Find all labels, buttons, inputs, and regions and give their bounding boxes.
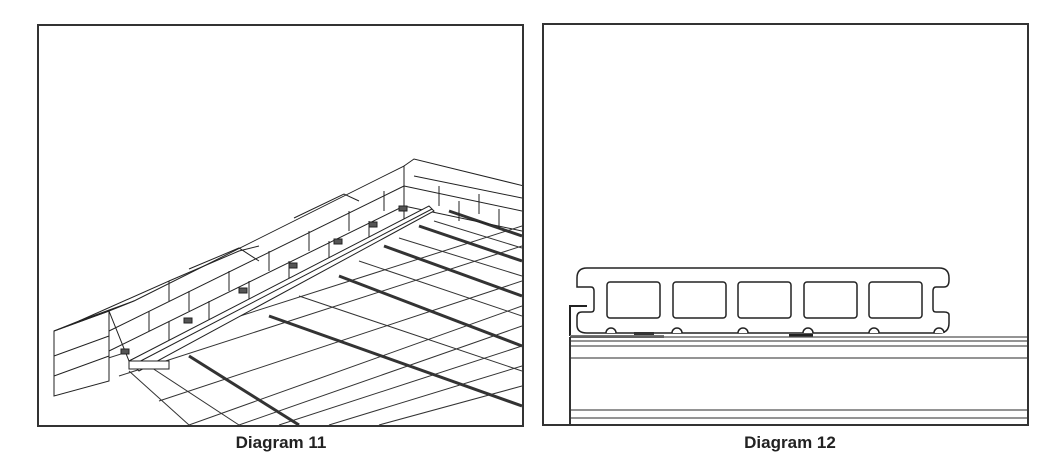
hidden-clip xyxy=(789,334,813,337)
starter-clip xyxy=(569,305,587,336)
deck-board-cross-section xyxy=(569,267,1027,424)
joist xyxy=(569,336,1027,424)
deck-board xyxy=(128,205,435,372)
diagram-11-caption: Diagram 11 xyxy=(235,433,327,452)
starter-clips xyxy=(120,205,408,355)
diagram-12-panel xyxy=(542,23,1029,426)
diagram-11-panel xyxy=(37,24,524,427)
brick-wall xyxy=(53,158,522,397)
deck-wall-illustration xyxy=(53,158,522,425)
hollow-deck-board xyxy=(576,267,950,334)
board-grooves xyxy=(605,327,945,334)
board-cavities xyxy=(606,281,923,319)
diagram-12-caption: Diagram 12 xyxy=(744,433,836,452)
